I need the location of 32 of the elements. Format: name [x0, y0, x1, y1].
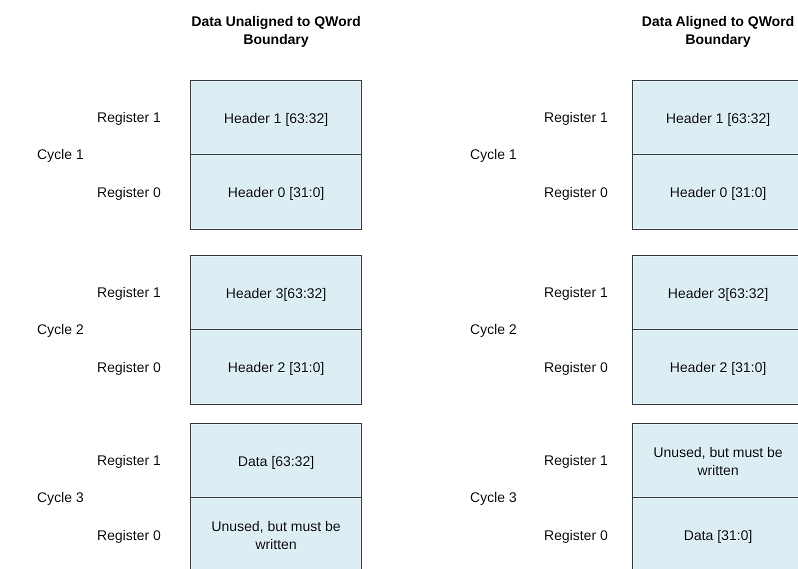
register-label: Register 0 — [544, 526, 608, 542]
register-field: Unused, but must be written — [190, 497, 362, 569]
cycle-label: Cycle 3 — [470, 489, 517, 505]
register-field: Unused, but must be written — [632, 423, 798, 498]
register-field: Header 1 [63:32] — [632, 80, 798, 155]
register-label: Register 0 — [97, 526, 161, 542]
register-label: Register 0 — [544, 184, 608, 200]
register-field: Header 0 [31:0] — [190, 154, 362, 230]
register-field: Data [31:0] — [632, 497, 798, 569]
register-label: Register 1 — [544, 284, 608, 300]
column-heading: Data Unaligned to QWord Boundary — [191, 12, 361, 48]
cycle-label: Cycle 2 — [37, 321, 84, 337]
register-field: Data [63:32] — [190, 423, 362, 498]
register-field: Header 1 [63:32] — [190, 80, 362, 155]
register-label: Register 0 — [544, 358, 608, 374]
register-label: Register 1 — [97, 452, 161, 468]
register-label: Register 1 — [544, 108, 608, 124]
register-field: Header 2 [31:0] — [632, 329, 798, 405]
cycle-label: Cycle 1 — [37, 146, 84, 162]
register-label: Register 1 — [97, 284, 161, 300]
register-field: Header 2 [31:0] — [190, 329, 362, 405]
column-heading: Data Aligned to QWord Boundary — [640, 12, 796, 48]
register-label: Register 0 — [97, 184, 161, 200]
register-field: Header 3[63:32] — [632, 255, 798, 330]
register-label: Register 1 — [97, 108, 161, 124]
cycle-label: Cycle 2 — [470, 321, 517, 337]
register-field: Header 3[63:32] — [190, 255, 362, 330]
register-field: Header 0 [31:0] — [632, 154, 798, 230]
register-label: Register 0 — [97, 358, 161, 374]
register-label: Register 1 — [544, 452, 608, 468]
cycle-label: Cycle 3 — [37, 489, 84, 505]
cycle-label: Cycle 1 — [470, 146, 517, 162]
